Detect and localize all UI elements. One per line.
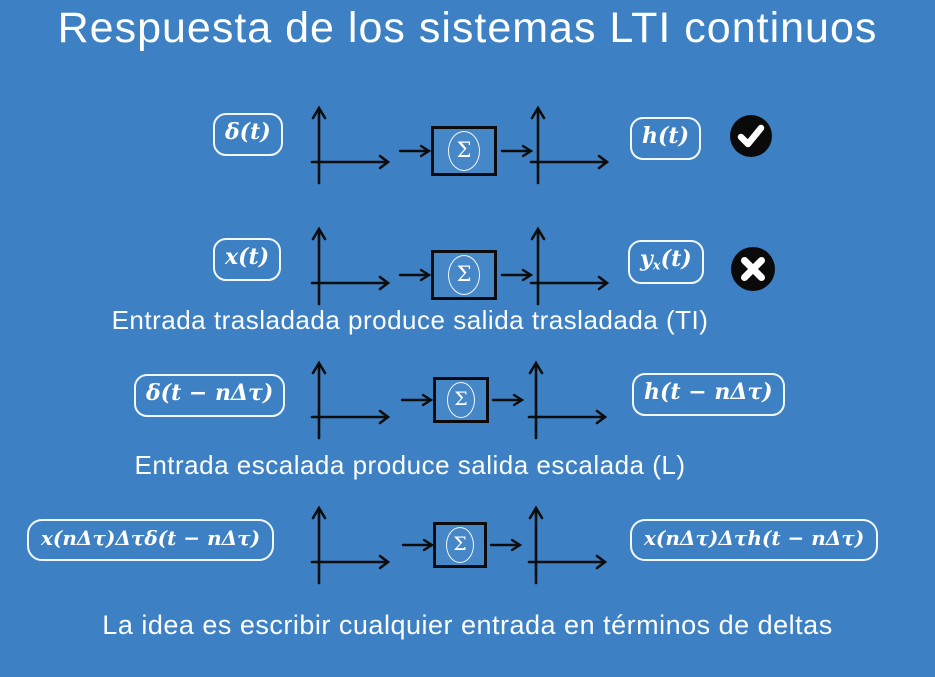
diagram-row-scaled-impulse: x(nΔτ)Δτδ(t − nΔτ) Σ	[0, 500, 935, 595]
sum-system-box: Σ	[431, 250, 497, 300]
input-label-box: x(nΔτ)Δτδ(t − nΔτ)	[27, 519, 275, 561]
arrow-icon	[398, 144, 432, 158]
diagram-row-impulse: δ(t) Σ	[0, 100, 935, 195]
output-label: h(t − nΔτ)	[644, 379, 773, 405]
input-label: δ(t)	[225, 119, 271, 145]
arrow-icon	[500, 268, 534, 282]
arrow-icon	[400, 393, 434, 407]
output-label-base: y	[640, 246, 653, 272]
diagram-row-shifted-impulse: δ(t − nΔτ) Σ	[0, 356, 935, 451]
caption-time-invariance: Entrada trasladada produce salida trasla…	[111, 305, 709, 335]
output-label-rest: (t)	[660, 246, 692, 272]
sigma-label: Σ	[453, 532, 467, 555]
input-label: x(t)	[225, 244, 270, 270]
output-label-subscript: x	[652, 258, 661, 274]
sigma-label: Σ	[456, 261, 472, 286]
sigma-ellipse: Σ	[447, 382, 475, 418]
caption-bottom: La idea es escribir cualquier entrada en…	[102, 610, 833, 640]
sigma-ellipse: Σ	[448, 255, 480, 295]
axes-icon	[527, 505, 608, 585]
sum-system-box: Σ	[433, 377, 489, 423]
output-label-box: h(t)	[630, 117, 701, 160]
arrow-icon	[500, 144, 534, 158]
page-title: Respuesta de los sistemas LTI continuos	[57, 4, 878, 52]
input-label-box: δ(t − nΔτ)	[134, 374, 286, 417]
axes-icon	[310, 505, 391, 585]
output-label: x(nΔτ)Δτh(t − nΔτ)	[644, 526, 865, 550]
output-label: h(t)	[642, 123, 689, 149]
sigma-ellipse: Σ	[446, 527, 474, 563]
check-icon	[730, 115, 772, 157]
arrow-icon	[398, 268, 432, 282]
axes-icon	[310, 105, 391, 185]
arrow-icon	[489, 538, 523, 552]
input-label-box: δ(t)	[213, 113, 283, 156]
axes-icon	[527, 360, 608, 440]
sigma-label: Σ	[454, 387, 468, 410]
arrow-icon	[401, 538, 435, 552]
axes-icon	[529, 226, 610, 306]
input-label: x(nΔτ)Δτδ(t − nΔτ)	[41, 526, 261, 550]
sum-system-box: Σ	[431, 126, 497, 176]
caption-linearity: Entrada escalada produce salida escalada…	[134, 450, 686, 480]
arrow-icon	[491, 393, 525, 407]
axes-icon	[310, 226, 391, 306]
sum-system-box: Σ	[433, 522, 487, 568]
input-label-box: x(t)	[213, 238, 282, 281]
sigma-ellipse: Σ	[448, 131, 480, 171]
cross-icon	[731, 247, 775, 291]
input-label: δ(t − nΔτ)	[146, 380, 274, 406]
output-label-box: yx(t)	[628, 240, 704, 284]
diagram-row-general-input: x(t) Σ	[0, 222, 935, 317]
output-label-box: x(nΔτ)Δτh(t − nΔτ)	[630, 519, 879, 561]
sigma-label: Σ	[456, 137, 472, 162]
axes-icon	[529, 105, 610, 185]
output-label-box: h(t − nΔτ)	[632, 373, 785, 416]
axes-icon	[310, 360, 391, 440]
